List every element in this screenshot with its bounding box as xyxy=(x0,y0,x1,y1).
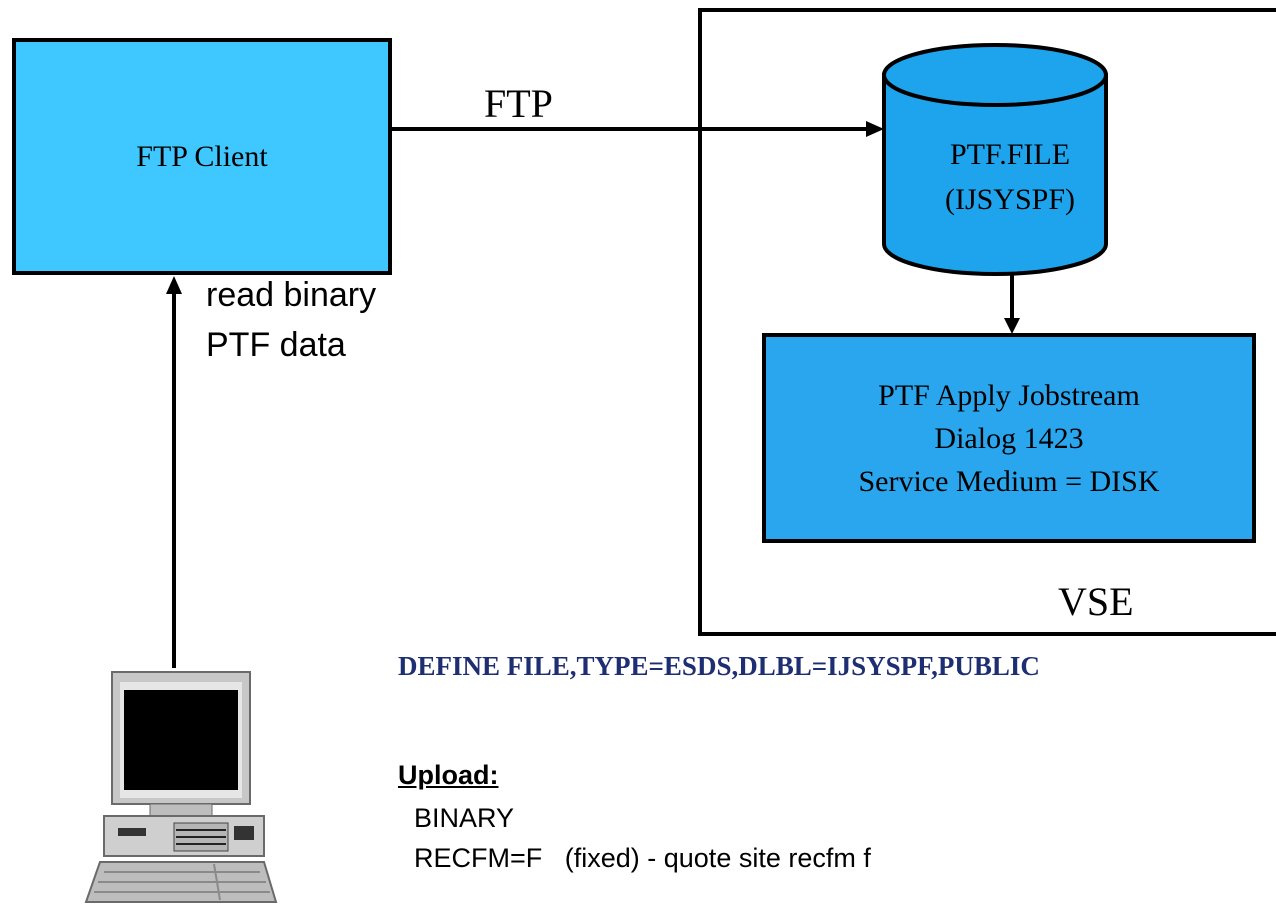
cylinder-database-icon xyxy=(882,43,1108,276)
ftp-arrowhead xyxy=(866,121,884,137)
upload-recfm-line: RECFM=F (fixed) - quote site recfm f xyxy=(414,843,871,873)
apply-box-line-2: Dialog 1423 xyxy=(934,421,1084,455)
ftp-connection-label: FTP xyxy=(484,81,553,126)
apply-box-line-3: Service Medium = DISK xyxy=(858,464,1160,498)
read-note-line-2: PTF data xyxy=(206,326,346,364)
ftp-client-box: FTP Client xyxy=(12,38,392,275)
vse-label: VSE xyxy=(1058,579,1134,624)
db-to-apply-arrowhead xyxy=(1004,318,1020,334)
read-binary-note: read binary PTF data xyxy=(206,270,376,370)
apply-box-line-1: PTF Apply Jobstream xyxy=(878,378,1140,412)
upload-title: Upload: xyxy=(398,760,499,790)
ptf-apply-box: PTF Apply Jobstream Dialog 1423 Service … xyxy=(762,333,1256,543)
ftp-client-label: FTP Client xyxy=(136,139,268,173)
upload-binary-line: BINARY xyxy=(414,803,515,833)
define-file-command: DEFINE FILE,TYPE=ESDS,DLBL=IJSYSPF,PUBLI… xyxy=(398,651,1040,681)
database-dlbl: (IJSYSPF) xyxy=(944,183,1076,216)
database-name: PTF.FILE xyxy=(949,138,1071,171)
desktop-computer-icon xyxy=(84,671,278,903)
read-note-line-1: read binary xyxy=(206,276,377,314)
database-label: PTF.FILE (IJSYSPF) xyxy=(880,132,1140,222)
upload-arrowhead xyxy=(166,276,182,294)
